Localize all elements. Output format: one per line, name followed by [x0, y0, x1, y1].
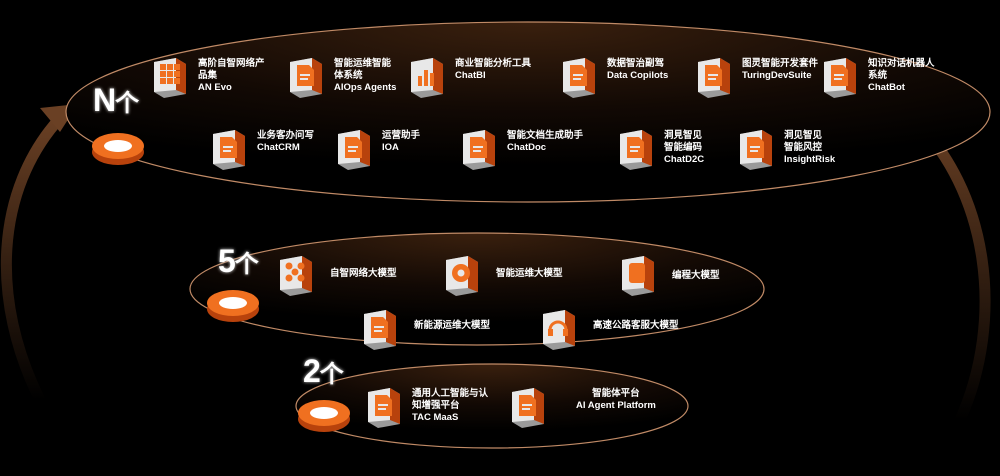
item-label: 业务客办问写 ChatCRM	[257, 130, 315, 153]
energy-cube-icon	[356, 306, 402, 352]
product-chatbi: 商业智能分析工具 ChatBI	[403, 54, 531, 100]
item-label: 知识对话机器人 系统 ChatBot	[868, 58, 935, 93]
tier-2-ellipse	[295, 363, 689, 449]
shield-cube-icon	[555, 54, 601, 100]
tier-2-count: 2个	[303, 353, 344, 389]
product-insightrisk: 洞见智见 智能风控 InsightRisk	[732, 126, 835, 172]
product-chatcrm: 业务客办问写 ChatCRM	[205, 126, 314, 172]
item-label: 商业智能分析工具 ChatBI	[455, 58, 532, 81]
tier-n-ring-icon	[92, 133, 144, 165]
product-ioa: 运营助手 IOA	[330, 126, 420, 172]
platform-ai-agent: 智能体平台 AI Agent Platform	[504, 384, 656, 430]
headset-cube-icon	[535, 306, 581, 352]
product-an-evo: 高阶自智网络产 品集 AN Evo	[146, 54, 265, 100]
grid-cube-icon	[146, 54, 192, 100]
item-label: 智能运维智能 体系统 AIOps Agents	[334, 58, 397, 93]
item-label: 智能运维大模型	[496, 268, 563, 279]
item-label: 新能源运维大模型	[414, 320, 491, 331]
platform-tac-maas: 通用人工智能与认 知增强平台 TAC MaaS	[360, 384, 488, 430]
product-chatdoc: 智能文档生成助手 ChatDoc	[455, 126, 583, 172]
document-cube-icon	[282, 54, 328, 100]
doc-cube-icon	[455, 126, 501, 172]
ai-cube-icon	[690, 54, 736, 100]
tier-5-ring-icon	[207, 290, 259, 322]
ioa-cube-icon	[330, 126, 376, 172]
product-aiops-agents: 智能运维智能 体系统 AIOps Agents	[282, 54, 396, 100]
item-label: 通用人工智能与认 知增强平台 TAC MaaS	[412, 388, 489, 423]
left-growth-arrow	[0, 114, 65, 403]
chatbot-cube-icon	[816, 54, 862, 100]
model-highway-service: 高速公路客服大模型	[535, 306, 679, 352]
item-label: 自智网络大模型	[330, 268, 397, 279]
product-turing-dev-suite: 图灵智能开发套件 TuringDevSuite	[690, 54, 818, 100]
product-chatd2c: 洞見智见 智能编码 ChatD2C	[612, 126, 704, 172]
network-cube-icon	[272, 252, 318, 298]
model-new-energy-ops: 新能源运维大模型	[356, 306, 490, 352]
maas-cube-icon	[360, 384, 406, 430]
item-label: 智能体平台 AI Agent Platform	[576, 388, 656, 411]
item-label: 运营助手 IOA	[382, 130, 421, 153]
item-label: 洞見智见 智能编码 ChatD2C	[664, 130, 705, 165]
gear-cube-icon	[438, 252, 484, 298]
model-intelligent-ops: 智能运维大模型	[438, 252, 563, 298]
item-label: 图灵智能开发套件 TuringDevSuite	[742, 58, 819, 81]
tier-2-ring-icon	[298, 400, 350, 432]
code-model-cube-icon	[614, 252, 660, 298]
crm-cube-icon	[205, 126, 251, 172]
code-cube-icon	[612, 126, 658, 172]
tier-n-ellipse	[65, 21, 991, 203]
product-chatbot: 知识对话机器人 系统 ChatBot	[816, 54, 935, 100]
risk-cube-icon	[732, 126, 778, 172]
model-programming: 编程大模型	[614, 252, 720, 298]
tier-n-count: N个	[93, 82, 139, 118]
platform-cube-icon	[504, 384, 550, 430]
model-autonomous-network: 自智网络大模型	[272, 252, 397, 298]
right-growth-arrow	[906, 110, 991, 423]
tier-5-count: 5个	[218, 243, 259, 279]
item-label: 编程大模型	[672, 270, 720, 281]
item-label: 高速公路客服大模型	[593, 320, 679, 331]
item-label: 数据智治副驾 Data Copilots	[607, 58, 669, 81]
item-label: 智能文档生成助手 ChatDoc	[507, 130, 584, 153]
item-label: 高阶自智网络产 品集 AN Evo	[198, 58, 265, 93]
bar-chart-cube-icon	[403, 54, 449, 100]
item-label: 洞见智见 智能风控 InsightRisk	[784, 130, 836, 165]
product-data-copilots: 数据智治副驾 Data Copilots	[555, 54, 668, 100]
